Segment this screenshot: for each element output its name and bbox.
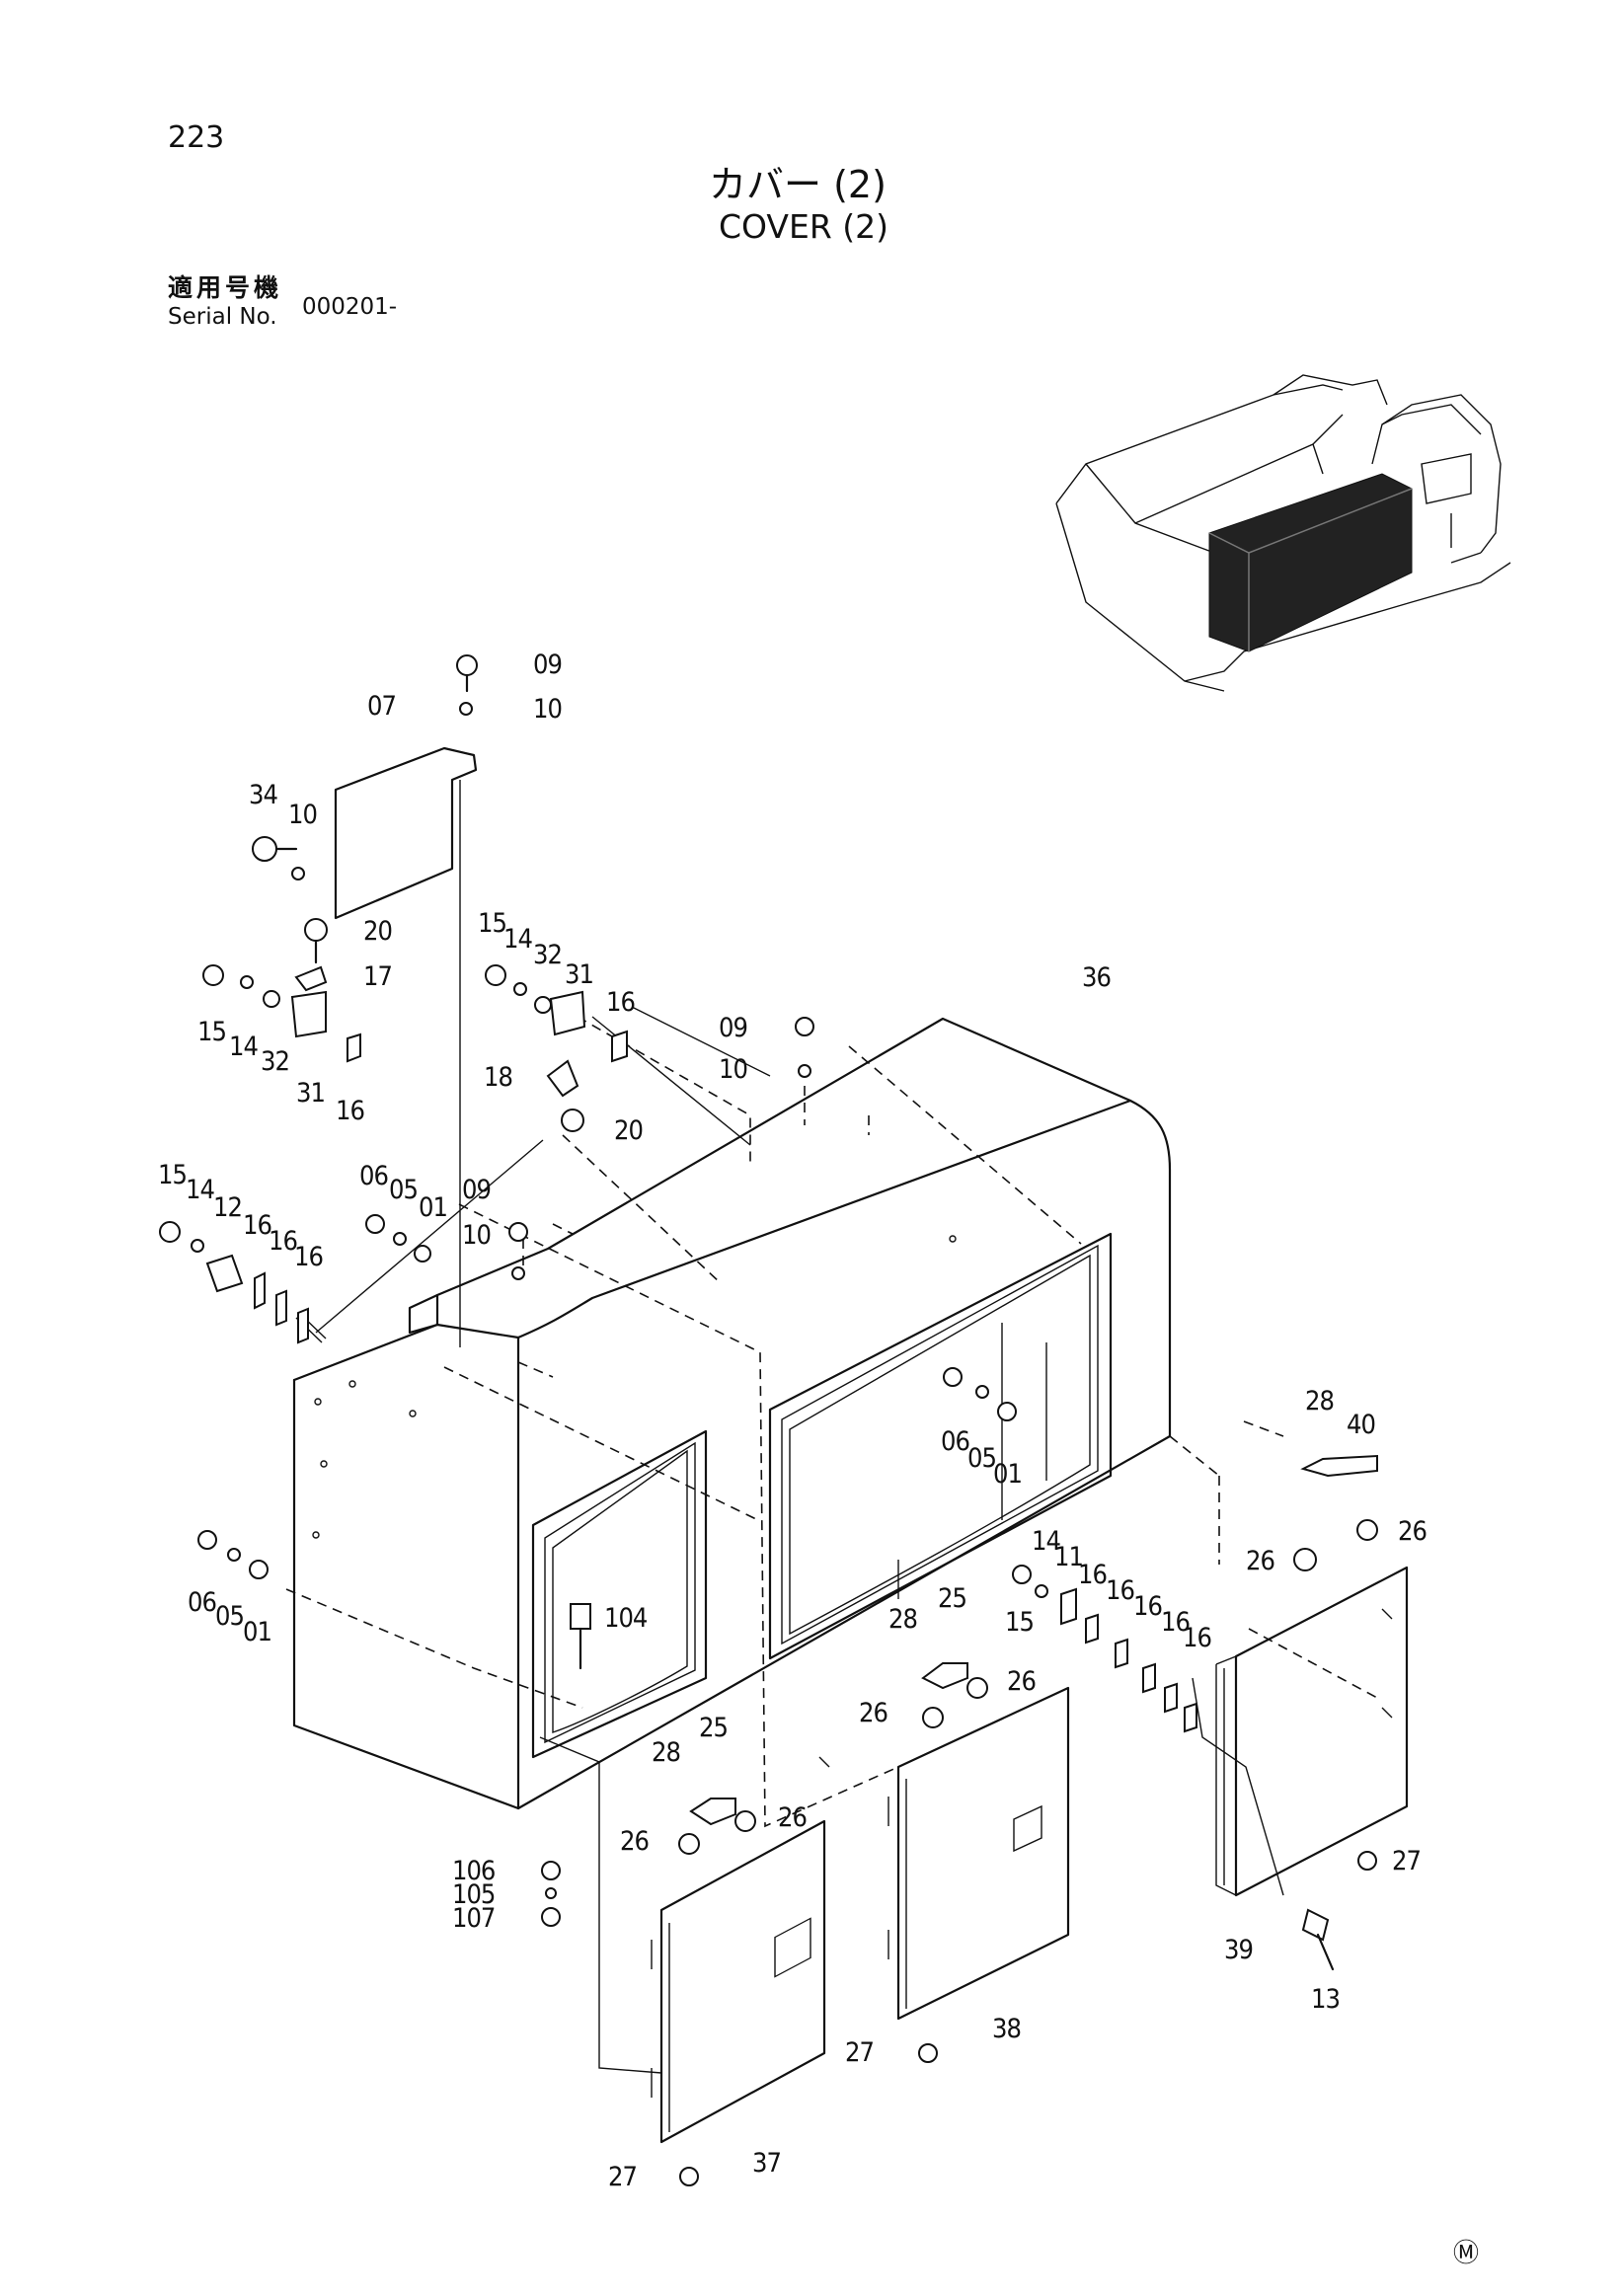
cover-door-37 [651,1819,826,2144]
part-label-32: 32 [261,1046,290,1077]
part-label-10: 10 [462,1220,492,1251]
part-label-15: 15 [478,908,507,939]
part-label-107: 107 [452,1903,496,1934]
part-label-20: 20 [614,1115,644,1146]
part-label-27: 27 [845,2037,875,2068]
part-label-28: 28 [888,1604,918,1635]
part-label-15: 15 [1005,1607,1035,1638]
part-label-20: 20 [363,916,393,947]
part-label-18: 18 [484,1062,513,1093]
assembly-lines [285,780,1378,2074]
part-label-01: 01 [419,1192,448,1223]
part-label-06: 06 [359,1161,389,1191]
part-label-26: 26 [620,1826,650,1857]
part-label-16: 16 [1106,1575,1135,1606]
fasteners [159,654,1378,2186]
part-label-01: 01 [243,1617,272,1647]
part-label-40: 40 [1347,1410,1376,1440]
part-label-28: 28 [1305,1386,1335,1416]
machine-locator-inset [1055,374,1511,692]
part-label-31: 31 [565,959,594,990]
part-label-16: 16 [1161,1607,1191,1638]
part-label-28: 28 [652,1737,681,1768]
part-label-105: 105 [452,1879,496,1910]
part-label-25: 25 [938,1583,967,1614]
part-label-27: 27 [608,2162,638,2192]
part-label-06: 06 [941,1426,970,1457]
part-label-17: 17 [363,961,393,992]
part-label-10: 10 [533,694,563,725]
part-label-16: 16 [606,987,636,1018]
serial-label-english: Serial No. [168,304,277,330]
part-label-34: 34 [249,780,278,810]
part-label-10: 10 [288,800,318,830]
part-label-26: 26 [1007,1666,1037,1697]
part-label-37: 37 [752,2148,782,2179]
part-label-10: 10 [719,1054,748,1085]
part-label-25: 25 [699,1713,729,1743]
part-label-106: 106 [452,1856,496,1886]
part-label-16: 16 [1183,1623,1212,1653]
part-label-16: 16 [294,1242,324,1272]
part-label-15: 15 [197,1017,227,1047]
part-label-11: 11 [1054,1542,1084,1572]
cover-door-38 [887,1686,1070,2021]
manufacturer-mark: Ⓜ [1453,2239,1480,2268]
part-label-26: 26 [859,1698,888,1728]
part-label-15: 15 [158,1160,188,1190]
part-label-14: 14 [229,1032,259,1062]
part-label-16: 16 [1078,1560,1108,1590]
part-label-16: 16 [1133,1591,1163,1622]
main-cover-housing [292,1017,1172,1810]
cover-plate-07 [334,746,478,920]
part-label-26: 26 [778,1802,808,1833]
part-label-32: 32 [533,940,563,970]
part-label-06: 06 [188,1587,217,1618]
part-label-05: 05 [967,1443,997,1474]
title-japanese: カバー (2) [709,163,887,206]
part-label-38: 38 [992,2014,1022,2044]
part-label-16: 16 [243,1210,272,1241]
part-label-12: 12 [213,1192,243,1223]
cover-door-39 [1215,1566,1409,1897]
serial-label-japanese: 適用号機 [168,273,283,302]
part-label-26: 26 [1398,1516,1427,1547]
part-label-26: 26 [1246,1546,1275,1576]
part-label-39: 39 [1224,1935,1254,1965]
part-label-36: 36 [1082,962,1112,993]
part-label-14: 14 [186,1175,215,1205]
part-label-05: 05 [389,1175,419,1205]
part-label-14: 14 [1032,1526,1061,1557]
part-label-09: 09 [462,1175,492,1205]
part-label-16: 16 [269,1226,298,1257]
part-label-31: 31 [296,1078,326,1109]
part-label-14: 14 [503,924,533,955]
part-label-16: 16 [336,1096,365,1126]
part-label-27: 27 [1392,1846,1422,1876]
part-label-13: 13 [1311,1984,1341,2015]
serial-number-value: 000201- [302,294,398,320]
highlighted-cover-block [1208,473,1413,652]
part-label-07: 07 [367,691,397,722]
page-number: 223 [168,120,225,155]
part-label-01: 01 [993,1459,1023,1490]
part-label-09: 09 [533,650,563,680]
part-label-05: 05 [215,1601,245,1632]
title-english: COVER (2) [719,207,889,246]
part-label-104: 104 [604,1603,648,1634]
part-label-09: 09 [719,1013,748,1043]
